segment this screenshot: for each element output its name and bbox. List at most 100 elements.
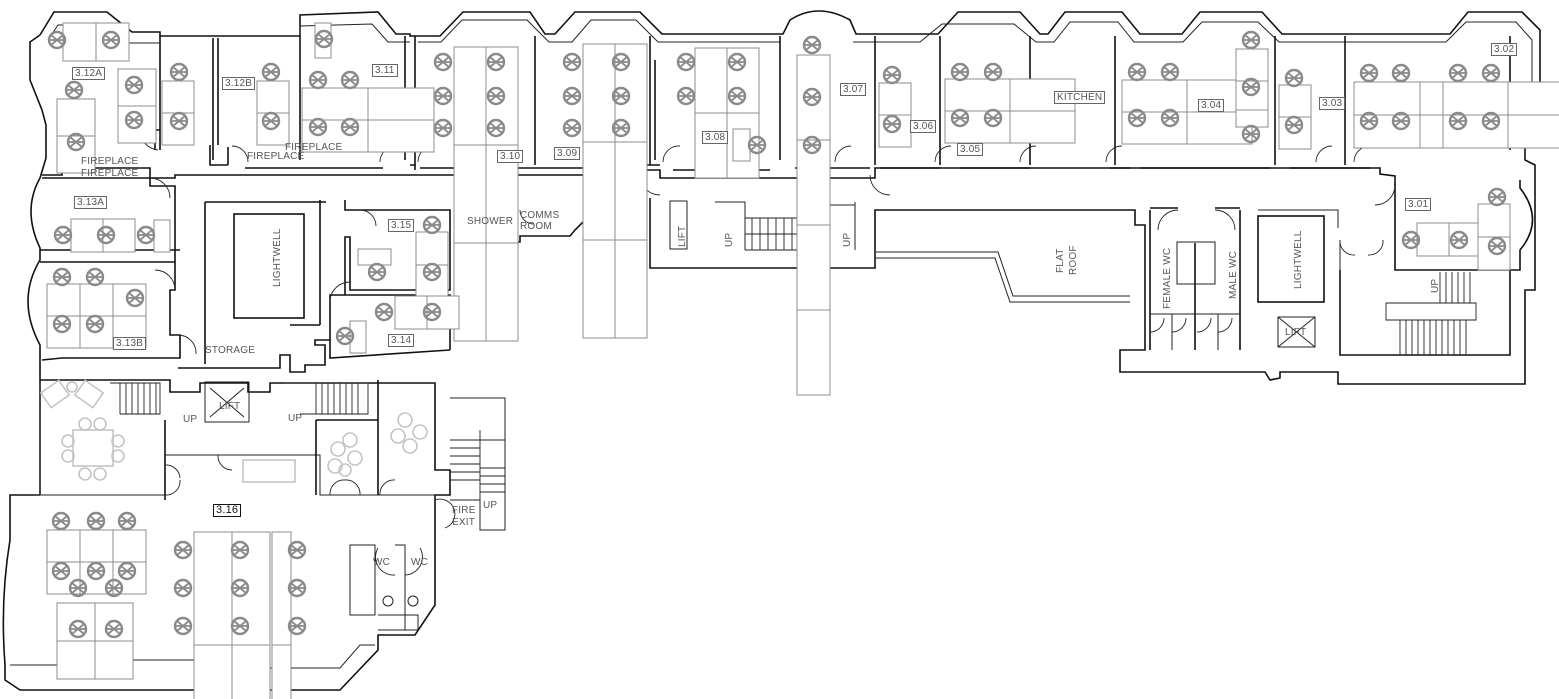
small-label-up-stair-b: UP [288, 413, 303, 424]
vertical-label-lightwell-right: LIGHTWELL [1293, 230, 1304, 289]
office-chair-icon [173, 616, 193, 636]
small-label-up-fire-stair: UP [483, 500, 498, 511]
office-chair-icon [261, 111, 281, 131]
office-chair-icon [1284, 115, 1304, 135]
office-chair-icon [611, 86, 631, 106]
office-chair-icon [117, 561, 137, 581]
office-chair-icon [486, 52, 506, 72]
office-chair-icon [86, 561, 106, 581]
room-label-3-16: 3.16 [213, 504, 242, 517]
lounge-furniture [39, 379, 428, 483]
office-chair-icon [422, 262, 442, 282]
office-chair-icon [124, 110, 144, 130]
office-chair-icon [124, 75, 144, 95]
desk-block [796, 54, 831, 396]
vertical-label-flat-roof-1: FLAT [1055, 247, 1066, 273]
office-chair-icon [950, 62, 970, 82]
area-label-shower: SHOWER [467, 216, 514, 227]
office-chair-icon [1449, 230, 1469, 250]
room-label-3-06: 3.06 [910, 120, 937, 133]
office-chair-icon [1241, 124, 1261, 144]
office-chair-icon [96, 225, 116, 245]
office-chair-icon [1241, 77, 1261, 97]
office-chair-icon [562, 118, 582, 138]
room-label-3-04: 3.04 [1198, 99, 1225, 112]
small-label-lift-left: LIFT [219, 401, 241, 412]
office-chair-icon [52, 267, 72, 287]
area-label-fireplace-4: FIREPLACE [285, 142, 343, 153]
office-chair-icon [486, 118, 506, 138]
office-chair-icon [86, 511, 106, 531]
office-chair-icon [85, 314, 105, 334]
office-chair-icon [173, 578, 193, 598]
office-chair-icon [802, 87, 822, 107]
room-label-3-09: 3.09 [554, 147, 581, 160]
office-chair-icon [287, 616, 307, 636]
area-label-wc-2: WC [411, 557, 429, 568]
vertical-label-lift-center: LIFT [677, 225, 688, 247]
desk-block [1442, 81, 1559, 149]
vertical-label-up-right: UP [1430, 278, 1441, 293]
area-label-comms-room-1: COMMS [520, 210, 560, 221]
office-chair-icon [85, 267, 105, 287]
area-label-storage: STORAGE [205, 345, 256, 356]
vertical-label-up-center-2: UP [842, 232, 853, 247]
office-chair-icon [433, 86, 453, 106]
small-label-lift-right: LIFT [1285, 327, 1307, 338]
desk-block [56, 602, 134, 680]
office-chair-icon [53, 225, 73, 245]
office-chair-icon [51, 561, 71, 581]
desk-block [453, 46, 519, 342]
room-label-3-13b: 3.13B [113, 337, 147, 350]
office-chair-icon [117, 511, 137, 531]
area-label-fireplace-1: FIREPLACE [81, 156, 139, 167]
office-chair-icon [308, 117, 328, 137]
office-chair-icon [335, 326, 355, 346]
office-chair-icon [367, 262, 387, 282]
office-chair-icon [230, 540, 250, 560]
office-chair-icon [802, 135, 822, 155]
area-label-fire-exit-1: FIRE [452, 505, 476, 516]
office-chair-icon [287, 578, 307, 598]
office-chair-icon [1448, 63, 1468, 83]
room-label-3-03: 3.03 [1319, 97, 1346, 110]
desk-block [878, 82, 912, 148]
office-chair-icon [374, 302, 394, 322]
desk-block [349, 320, 367, 354]
office-chair-icon [136, 225, 156, 245]
office-chair-icon [1359, 111, 1379, 131]
office-chair-icon [486, 86, 506, 106]
office-chair-icon [340, 117, 360, 137]
office-chair-icon [727, 86, 747, 106]
office-chair-icon [169, 111, 189, 131]
desk-block [56, 98, 96, 174]
office-chair-icon [1487, 187, 1507, 207]
desk-block [46, 283, 147, 349]
office-chair-icon [230, 616, 250, 636]
office-chair-icon [64, 80, 84, 100]
office-chair-icon [169, 62, 189, 82]
office-chair-icon [308, 70, 328, 90]
office-chair-icon [882, 114, 902, 134]
office-chair-icon [1481, 111, 1501, 131]
office-chair-icon [1127, 62, 1147, 82]
office-chair-icon [802, 35, 822, 55]
office-chair-icon [422, 302, 442, 322]
office-chair-icon [1359, 63, 1379, 83]
desk-block [1235, 109, 1269, 128]
vertical-label-up-center-1: UP [724, 232, 735, 247]
room-label-3-02: 3.02 [1491, 43, 1518, 56]
office-chair-icon [287, 540, 307, 560]
office-chair-icon [230, 578, 250, 598]
room-label-3-08: 3.08 [702, 131, 729, 144]
office-chair-icon [1284, 68, 1304, 88]
office-chair-icon [1391, 63, 1411, 83]
desk-block [62, 22, 130, 62]
room-label-3-07: 3.07 [840, 83, 867, 96]
room-label-3-13a: 3.13A [74, 196, 108, 209]
office-chair-icon [1127, 108, 1147, 128]
office-chair-icon [1241, 30, 1261, 50]
office-chair-icon [950, 108, 970, 128]
office-chair-icon [51, 511, 71, 531]
